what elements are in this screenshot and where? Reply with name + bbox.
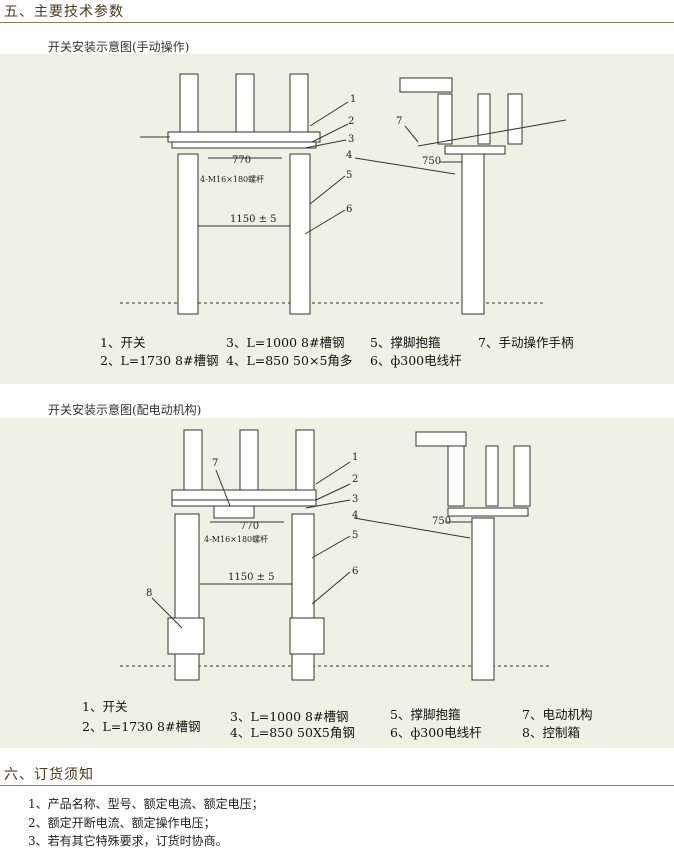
side-insulator-3 bbox=[513, 445, 531, 507]
bolt-label: 4-M16×180螺杆 bbox=[200, 174, 264, 184]
side-pole bbox=[471, 517, 495, 681]
diagram2-drawing: 770 1150 ± 5 750 4-M16×180螺杆 1 2 3 4 5 6… bbox=[120, 429, 550, 681]
callout-1: 1 bbox=[350, 94, 356, 105]
leader-2 bbox=[311, 123, 349, 143]
callout-7: 7 bbox=[212, 458, 218, 469]
leader-7 bbox=[215, 469, 231, 507]
leader-3 bbox=[305, 499, 351, 509]
diagram1-panel: 770 1150 ± 5 750 4-M16×180螺杆 1 2 3 4 5 6… bbox=[0, 54, 674, 384]
side-pole bbox=[461, 153, 485, 315]
legend-item: 1、开关 bbox=[100, 335, 146, 350]
side-handle bbox=[417, 119, 567, 147]
callout-8: 8 bbox=[146, 588, 152, 599]
side-mechanism bbox=[415, 431, 467, 447]
crossbar-channel bbox=[171, 499, 317, 507]
dim-750-label: 750 bbox=[422, 156, 441, 167]
side-insulator-3 bbox=[507, 93, 523, 145]
insulator-1 bbox=[183, 429, 203, 491]
dim-770-label: 770 bbox=[240, 521, 259, 532]
legend-item: 8、控制箱 bbox=[522, 725, 580, 740]
pole-right bbox=[291, 513, 315, 681]
pole-left bbox=[177, 153, 199, 315]
leader-2 bbox=[315, 483, 351, 501]
pole-left bbox=[174, 513, 200, 681]
diagram1-subtitle: 开关安装示意图(手动操作) bbox=[48, 40, 190, 54]
legend-item: 3、L=1000 8#槽钢 bbox=[226, 335, 345, 350]
section-title-ordering-notes: 六、订货须知 bbox=[4, 767, 94, 783]
legend-item: 4、L=850 50×5角多 bbox=[226, 353, 353, 368]
leader-5 bbox=[309, 175, 346, 205]
leader-7 bbox=[404, 125, 419, 143]
legend-item: 3、L=1000 8#槽钢 bbox=[230, 709, 349, 724]
dim-770-label: 770 bbox=[232, 155, 251, 166]
diagram2-panel: 770 1150 ± 5 750 4-M16×180螺杆 1 2 3 4 5 6… bbox=[0, 418, 674, 748]
side-insulator-2 bbox=[477, 93, 491, 145]
legend-item: 7、手动操作手柄 bbox=[478, 335, 574, 350]
side-bracket bbox=[444, 145, 506, 155]
order-note: 1、产品名称、型号、额定电流、额定电压； bbox=[28, 797, 264, 811]
crossbar-channel bbox=[171, 141, 317, 149]
bolt-label: 4-M16×180螺杆 bbox=[204, 534, 268, 544]
motor-mechanism bbox=[213, 505, 255, 519]
legend-item: 6、ф300电线杆 bbox=[390, 725, 482, 740]
leader-1 bbox=[309, 101, 349, 127]
callout-6: 6 bbox=[346, 204, 352, 215]
leader-4 bbox=[353, 517, 471, 539]
insulator-3 bbox=[289, 73, 309, 133]
diagram1-drawing: 770 1150 ± 5 750 4-M16×180螺杆 1 2 3 4 5 6… bbox=[120, 73, 567, 315]
legend-item: 5、撑脚抱箍 bbox=[390, 707, 461, 722]
side-mechanism bbox=[399, 77, 453, 93]
legend-item: 2、L=1730 8#槽钢 bbox=[82, 719, 201, 734]
insulator-2 bbox=[235, 73, 255, 133]
insulator-1 bbox=[179, 73, 199, 133]
callout-4: 4 bbox=[346, 150, 352, 161]
control-box-left bbox=[167, 617, 205, 655]
leader-4 bbox=[354, 157, 456, 175]
crossbar-top bbox=[167, 131, 321, 143]
leader-3 bbox=[304, 139, 347, 149]
section-title-technical-parameters: 五、主要技术参数 bbox=[4, 4, 124, 20]
crossbar-top bbox=[171, 489, 317, 501]
order-note: 3、若有其它特殊要求，订货时协商。 bbox=[28, 834, 228, 848]
dim-750-label: 750 bbox=[432, 516, 451, 527]
section-divider bbox=[0, 22, 674, 23]
legend-item: 6、ф300电线杆 bbox=[370, 353, 462, 368]
leader-5 bbox=[311, 535, 351, 559]
callout-6: 6 bbox=[352, 566, 358, 577]
dim-1150-label: 1150 ± 5 bbox=[228, 572, 275, 583]
callout-3: 3 bbox=[348, 134, 354, 145]
insulator-3 bbox=[295, 429, 315, 491]
side-bracket bbox=[447, 507, 529, 517]
legend-item: 2、L=1730 8#槽钢 bbox=[100, 353, 219, 368]
order-note: 2、额定开断电流、额定操作电压； bbox=[28, 816, 216, 830]
legend-item: 4、L=850 50X5角钢 bbox=[230, 725, 355, 740]
callout-1: 1 bbox=[352, 452, 358, 463]
callout-5: 5 bbox=[346, 170, 352, 181]
insulator-2 bbox=[239, 429, 259, 491]
side-insulator-1 bbox=[447, 445, 465, 507]
callout-3: 3 bbox=[352, 494, 358, 505]
callout-7: 7 bbox=[396, 116, 402, 127]
callout-5: 5 bbox=[352, 530, 358, 541]
leader-6 bbox=[304, 209, 346, 235]
leader-8 bbox=[151, 597, 183, 629]
callout-4: 4 bbox=[352, 510, 358, 521]
side-insulator-2 bbox=[485, 445, 499, 507]
section-divider bbox=[0, 785, 674, 786]
side-insulator-1 bbox=[437, 93, 453, 145]
callout-2: 2 bbox=[348, 116, 354, 127]
control-box-right bbox=[289, 617, 325, 655]
pole-right bbox=[289, 153, 311, 315]
leader-6 bbox=[311, 571, 351, 605]
callout-2: 2 bbox=[352, 474, 358, 485]
dim-1150-label: 1150 ± 5 bbox=[230, 214, 277, 225]
diagram2-subtitle: 开关安装示意图(配电动机构) bbox=[48, 403, 202, 417]
leader-1 bbox=[315, 461, 351, 485]
legend-item: 7、电动机构 bbox=[522, 707, 593, 722]
legend-item: 5、撑脚抱箍 bbox=[370, 335, 441, 350]
legend-item: 1、开关 bbox=[82, 699, 128, 714]
